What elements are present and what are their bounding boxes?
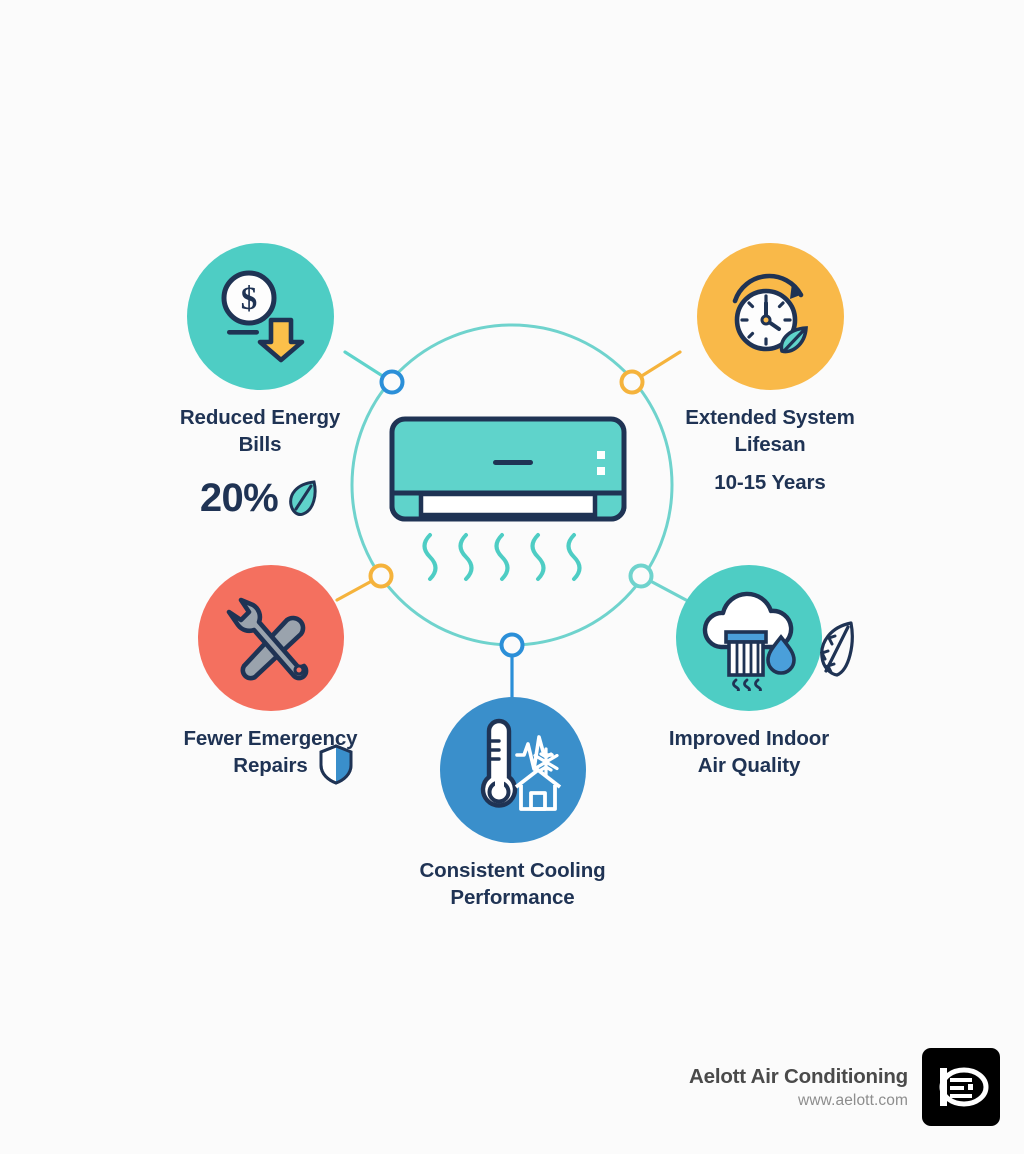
fewer-repairs-disc: [197, 565, 344, 711]
ac-display: [493, 460, 533, 465]
reduced-energy-disc: $: [186, 243, 334, 390]
thermometer-snowflake-house-icon: [480, 718, 561, 811]
ac-vent: [418, 491, 598, 518]
ac-body: [389, 416, 627, 522]
benefit-extended-system-lifespan[interactable]: Extended System Lifesan 10-15 Years: [645, 243, 895, 495]
shield-icon: [319, 744, 353, 785]
consistent-cooling-label: Consistent Cooling Performance: [419, 859, 606, 910]
feather-icon: [819, 621, 854, 677]
ac-indicator-1: [597, 451, 605, 459]
footer-text-block: Aelott Air Conditioning www.aelott.com: [689, 1065, 908, 1110]
central-ac-unit: [388, 415, 638, 600]
extended-lifespan-stat: 10-15 Years: [714, 471, 826, 495]
dollar-down-arrow-icon: $: [221, 270, 305, 362]
brand-website[interactable]: www.aelott.com: [798, 1091, 908, 1109]
svg-text:$: $: [241, 281, 258, 317]
wrench: [226, 597, 308, 681]
benefit-improved-indoor-air-quality[interactable]: Improved Indoor Air Quality: [625, 565, 873, 779]
air-filter: [724, 630, 768, 677]
extended-lifespan-label: Extended System Lifesan: [685, 406, 855, 457]
footer-branding: Aelott Air Conditioning www.aelott.com: [689, 1048, 1000, 1126]
aelott-logo-mark: [922, 1048, 1000, 1126]
ac-indicator-2: [597, 467, 605, 475]
benefit-fewer-emergency-repairs[interactable]: Fewer Emergency Repairs: [148, 565, 393, 785]
snowflake: [532, 747, 559, 777]
cloud-filter-droplet-icon: [702, 591, 796, 691]
thermometer: [480, 718, 517, 808]
connector-node-consistent-cooling: [499, 632, 525, 658]
house-icon: [514, 768, 561, 811]
wrench-screwdriver-icon: [226, 597, 308, 681]
reduced-energy-stat-row: 20%: [200, 478, 320, 518]
brand-name: Aelott Air Conditioning: [689, 1064, 908, 1088]
benefit-reduced-energy-bills[interactable]: $ Reduced Energy Bills 20%: [135, 243, 385, 518]
air-squiggles: [732, 678, 762, 691]
improved-air-label: Improved Indoor Air Quality: [668, 727, 830, 778]
fewer-repairs-label: Fewer Emergency Repairs: [183, 727, 358, 778]
airflow-waves: [422, 533, 582, 581]
benefit-consistent-cooling-performance[interactable]: Consistent Cooling Performance: [390, 697, 635, 911]
leaf-icon: [289, 480, 317, 517]
connector-node-extended-lifespan: [619, 369, 645, 395]
reduced-energy-stat: 20%: [199, 476, 279, 521]
reduced-energy-label: Reduced Energy Bills: [179, 406, 341, 457]
improved-air-disc: [676, 565, 822, 711]
extended-lifespan-disc: [696, 243, 844, 390]
consistent-cooling-disc: [439, 697, 586, 843]
clock-leaf-icon: [732, 273, 808, 353]
water-droplet: [766, 634, 796, 675]
